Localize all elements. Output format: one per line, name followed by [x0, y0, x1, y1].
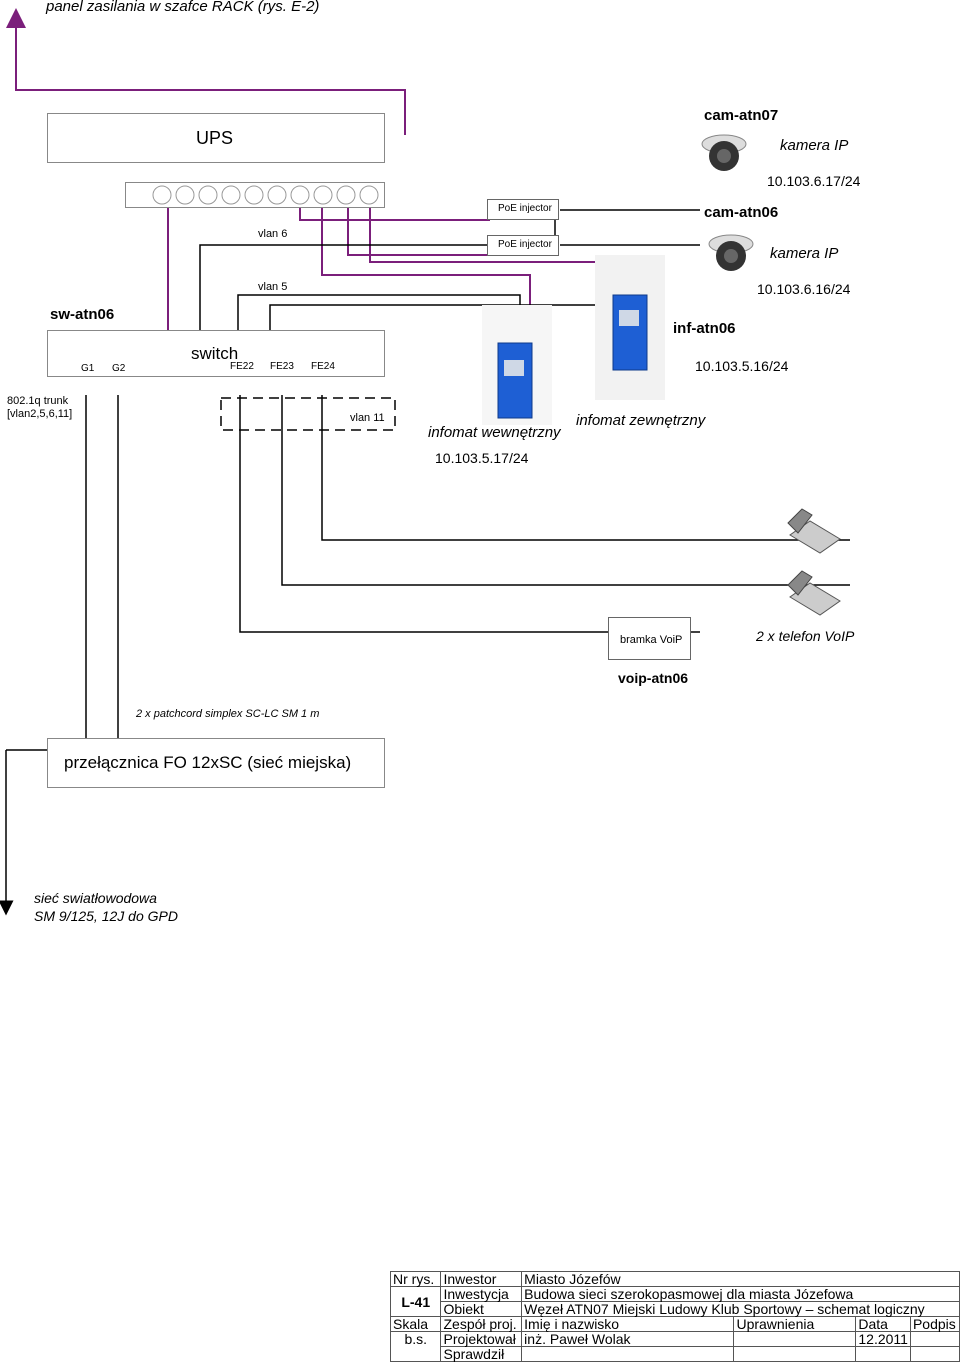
- tb-podpis-empty: [909, 1331, 960, 1347]
- title-block: Nr rys. Inwestor Miasto Józefów L-41 Inw…: [389, 1271, 960, 1362]
- tb-uprawnienia-empty: [733, 1331, 857, 1347]
- power-strip-sockets: [152, 185, 379, 205]
- camera2-type: kamera IP: [770, 245, 839, 262]
- vlan6-label: vlan 6: [258, 228, 288, 240]
- switch-box: switch G1 G2 FE22 FE23 FE24: [47, 330, 385, 377]
- port-fe23: FE23: [270, 361, 294, 372]
- vlan5-label: vlan 5: [258, 281, 288, 293]
- tb-uprawnienia-label: Uprawnienia: [733, 1316, 857, 1332]
- tb-skala: b.s.: [389, 1331, 442, 1362]
- poe-injector-2: PoE injector: [487, 235, 559, 256]
- inf06-ip: 10.103.5.16/24: [695, 358, 789, 374]
- panel-label: panel zasilania w szafce RACK (rys. E-2): [46, 0, 320, 15]
- vlan11-label: vlan 11: [350, 412, 385, 424]
- phone-icon: [782, 505, 842, 560]
- tb-data: 12.2011: [855, 1331, 911, 1347]
- ups-label: UPS: [196, 128, 234, 148]
- tb-sprawdzil-upr-empty: [733, 1346, 857, 1362]
- camera-icon: [707, 230, 755, 283]
- tb-sprawdzil-podpis-empty: [909, 1346, 960, 1362]
- port-g2: G2: [112, 363, 126, 374]
- poe-injector-1-label: PoE injector: [498, 203, 552, 214]
- tb-imie-label: Imię i nazwisko: [521, 1316, 735, 1332]
- poe-injector-1: PoE injector: [487, 199, 559, 220]
- power-strip: [125, 182, 385, 208]
- fe24-line: [321, 395, 850, 541]
- port-fe24: FE24: [311, 361, 335, 372]
- voip-gateway-label: bramka VoiP: [620, 634, 683, 646]
- fiber-patch-panel: przełącznica FO 12xSC (sieć miejska): [47, 738, 385, 788]
- infomat-indoor-ip: 10.103.5.17/24: [435, 450, 529, 466]
- tb-nr-rys-label: Nr rys.: [389, 1271, 442, 1287]
- tb-obiekt: Węzeł ATN07 Miejski Ludowy Klub Sportowy…: [521, 1301, 960, 1317]
- fiber-patch-label: przełącznica FO 12xSC (sieć miejska): [64, 753, 352, 772]
- switch-name: sw-atn06: [50, 306, 115, 323]
- power-line-ups: [6, 8, 406, 135]
- power-line-poe2: [347, 200, 490, 256]
- trunk-label-1: 802.1q trunk: [7, 395, 69, 407]
- tb-projektowal: inż. Paweł Wolak: [521, 1331, 735, 1347]
- tb-sprawdzil-empty: [521, 1346, 735, 1362]
- phone-icon: [782, 567, 842, 622]
- infomat-outdoor-label: infomat zewnętrzny: [576, 412, 706, 429]
- cam06-name: cam-atn06: [704, 204, 779, 221]
- cam07-name: cam-atn07: [704, 107, 779, 124]
- fe23-line: [281, 395, 850, 586]
- fiber-network-label-2: SM 9/125, 12J do GPD: [34, 908, 178, 924]
- phones-label: 2 x telefon VoIP: [756, 628, 855, 644]
- tb-inwestycja: Budowa sieci szerokopasmowej dla miasta …: [521, 1286, 960, 1302]
- power-line-inf-zew: [369, 200, 600, 263]
- vlan6-line: [199, 209, 700, 330]
- port-g1: G1: [81, 363, 95, 374]
- tb-nr-rys: L-41: [389, 1286, 442, 1317]
- tb-obiekt-label: Obiekt: [440, 1301, 523, 1317]
- camera1-type: kamera IP: [780, 137, 849, 154]
- tb-podpis-label: Podpis: [909, 1316, 960, 1332]
- infomat-outdoor: [595, 255, 665, 400]
- camera-icon: [700, 130, 748, 183]
- trunk-label-2: [vlan2,5,6,11]: [7, 408, 73, 420]
- infomat-indoor-label: infomat wewnętrzny: [428, 424, 561, 441]
- inf06-name: inf-atn06: [673, 320, 736, 337]
- cam06-ip: 10.103.6.16/24: [757, 281, 851, 297]
- voip-gateway: bramka VoiP: [608, 617, 691, 660]
- tb-inwestycja-label: Inwestycja: [440, 1286, 523, 1302]
- tb-zespol-label: Zespół proj.: [440, 1316, 523, 1332]
- vlan5-line: [269, 290, 611, 330]
- tb-skala-label: Skala: [389, 1316, 442, 1332]
- tb-sprawdzil-label: Sprawdził: [440, 1346, 523, 1362]
- tb-projektowal-label: Projektował: [440, 1331, 523, 1347]
- poe-injector-2-label: PoE injector: [498, 239, 552, 250]
- tb-inwestor-label: Inwestor: [440, 1271, 523, 1287]
- voip-name: voip-atn06: [618, 670, 689, 686]
- fe22-line: [239, 395, 608, 633]
- infomat-indoor: [482, 305, 552, 425]
- ups-box: UPS: [47, 113, 385, 163]
- fiber-network-label-1: sieć swiatłowodowa: [34, 890, 157, 906]
- tb-data-label: Data: [855, 1316, 911, 1332]
- switch-label: switch: [191, 344, 239, 363]
- cam07-ip: 10.103.6.17/24: [767, 173, 861, 189]
- tb-inwestor: Miasto Józefów: [521, 1271, 960, 1287]
- tb-sprawdzil-data-empty: [855, 1346, 911, 1362]
- patchcord-label: 2 x patchcord simplex SC-LC SM 1 m: [136, 708, 320, 720]
- vlan11-box: [220, 397, 396, 431]
- port-fe22: FE22: [230, 361, 254, 372]
